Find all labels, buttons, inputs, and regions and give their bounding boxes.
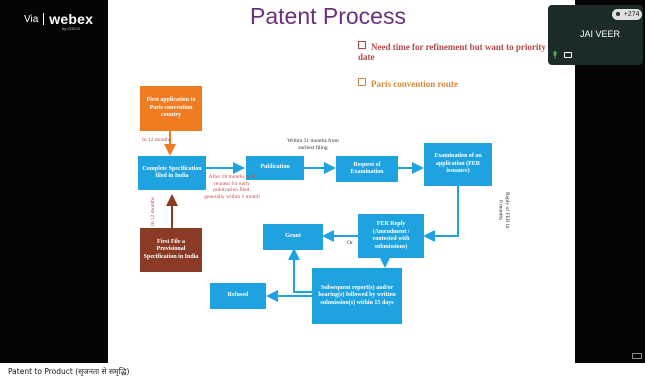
microphone-icon[interactable] (552, 51, 558, 59)
layout-icon[interactable] (632, 353, 642, 359)
checkbox-bullet-icon (358, 41, 366, 49)
checkbox-bullet-icon (358, 78, 366, 86)
bullet-item-paris: Paris convention route (358, 78, 548, 89)
via-label: Via (24, 13, 39, 25)
note-or: Or (347, 240, 353, 246)
brand-sub: by CISCO (62, 26, 81, 31)
bullet-item-priority: Need time for refinement but want to pri… (358, 41, 548, 62)
box-first-application: First application to Paris convention co… (140, 86, 202, 131)
slide-title: Patent Process (250, 3, 406, 29)
logo-separator (43, 13, 45, 25)
brand-name: webex (49, 11, 94, 27)
box-fer-reply: FER Reply (Amendment / contested with su… (358, 214, 424, 258)
note-within-31-months: Within 31 months from earliest filing (287, 138, 339, 151)
screen-share-icon[interactable] (564, 52, 572, 58)
box-complete-specification: Complete Specification filed in India (138, 156, 206, 190)
note-in-12-months-vertical: In 12 months (150, 196, 156, 226)
note-in-12-months: In 12 months (142, 137, 172, 143)
box-refused: Refused (210, 283, 266, 309)
box-examination: Examination of an application (FER issua… (424, 143, 492, 186)
box-grant: Grant (263, 224, 323, 250)
box-publication: Publication (246, 156, 304, 180)
webex-logo: Via webex by CISCO (24, 11, 94, 31)
bullet-text: Need time for refinement but want to pri… (358, 42, 546, 62)
person-icon: ☻ (614, 11, 622, 18)
participant-count-badge[interactable]: ☻ +274 (612, 9, 642, 20)
note-after-18-months: After 18 months or if request for early … (204, 174, 260, 200)
bullet-text: Paris convention route (371, 79, 458, 89)
participant-name: JAI VEER (579, 29, 620, 39)
box-provisional: First File a Provisional Specification i… (140, 228, 202, 272)
note-reply-fer: Reply of FER In 6 months (497, 191, 511, 229)
box-request-examination: Request of Examination (336, 156, 398, 182)
box-subsequent-reports: Subsequent report(s) and/or hearing(s) f… (312, 268, 402, 324)
video-background-left (0, 0, 108, 363)
meeting-title: Patent to Product (सृजनता से समृद्धि) (8, 367, 130, 376)
participant-count: +274 (623, 11, 640, 18)
